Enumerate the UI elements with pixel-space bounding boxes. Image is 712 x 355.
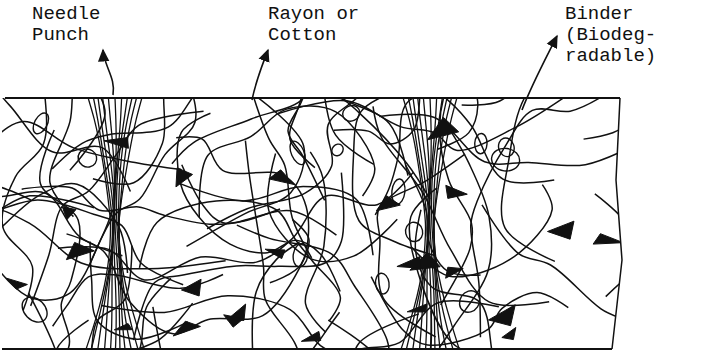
needle-punch-fiber xyxy=(91,98,112,349)
fiber xyxy=(0,180,31,299)
part-label: Binder (Biodeg- radable) xyxy=(565,4,665,67)
fiber xyxy=(53,274,223,326)
binder-particle xyxy=(6,278,27,289)
binder-particle xyxy=(502,327,516,339)
fiber xyxy=(606,253,712,355)
binder-particle xyxy=(66,242,94,259)
binder-particle xyxy=(114,324,132,330)
binder-particle xyxy=(548,221,574,239)
binder-particle xyxy=(269,170,294,185)
needle-punch-fiber xyxy=(98,98,114,349)
fiber xyxy=(207,312,340,355)
part-label: Needle Punch xyxy=(32,4,114,46)
label-holder: Needle Punch xyxy=(32,4,114,46)
fiber xyxy=(439,134,491,348)
needle-punch-fiber xyxy=(406,98,427,349)
fiber xyxy=(0,196,183,285)
binder-particle xyxy=(489,305,516,326)
part-label: Rayon or Cotton xyxy=(268,4,380,46)
fiber xyxy=(176,137,308,283)
fiber-loop xyxy=(490,147,521,173)
binder-particle xyxy=(224,315,244,327)
fiber xyxy=(351,71,555,183)
fiber xyxy=(0,136,122,255)
fiber-loop xyxy=(292,242,310,267)
fiber xyxy=(22,186,280,224)
fiber xyxy=(526,194,642,355)
needle-punch-fiber xyxy=(103,98,115,349)
label-holder: Binder (Biodeg- radable) xyxy=(565,4,665,67)
fiber xyxy=(584,83,712,139)
label-holder: Rayon or Cotton xyxy=(268,4,380,46)
fiber-loop xyxy=(374,272,390,294)
fiber xyxy=(55,320,99,355)
fiber xyxy=(187,98,305,247)
fabric-right-edge xyxy=(612,98,622,349)
fiber-loop xyxy=(75,145,101,170)
binder-particle xyxy=(265,249,285,258)
fiber xyxy=(268,153,398,261)
fiber xyxy=(93,9,252,184)
binder-particle xyxy=(446,267,464,278)
binder-particle xyxy=(446,185,467,198)
leader-arrow xyxy=(252,50,268,100)
fiber-loop xyxy=(30,110,52,136)
binder-particle xyxy=(104,138,129,149)
fiber xyxy=(0,130,80,355)
binder-particle xyxy=(427,117,458,139)
fiber-loop xyxy=(404,221,425,244)
needle-punch-fiber xyxy=(118,98,131,349)
fiber xyxy=(153,242,300,355)
leader-lines xyxy=(103,36,557,110)
fiber xyxy=(139,200,340,320)
fiber-loop xyxy=(17,292,52,327)
fiber xyxy=(2,0,48,310)
fiber xyxy=(0,122,181,179)
fiber-loop xyxy=(455,287,483,316)
fiber xyxy=(462,0,709,105)
binder-particle xyxy=(301,331,320,341)
fiber xyxy=(371,277,568,346)
fiber xyxy=(471,98,600,337)
binder-particle xyxy=(62,207,76,220)
fiber xyxy=(133,173,343,341)
binder-particle xyxy=(173,321,200,336)
fiber xyxy=(501,49,595,261)
binder-particle xyxy=(181,279,201,296)
fabric-bottom-edge xyxy=(2,348,612,350)
leader-arrow xyxy=(522,36,557,110)
fiber-loop xyxy=(496,136,516,158)
leader-arrow xyxy=(103,50,113,95)
binder-particle xyxy=(593,234,623,244)
fiber xyxy=(482,205,649,355)
fiber-loop xyxy=(287,139,309,167)
binder-particle xyxy=(376,196,400,211)
fiber-loop xyxy=(474,133,487,154)
fiber-loop xyxy=(329,142,345,158)
needle-punch-fiber xyxy=(119,98,138,349)
binder-particle xyxy=(407,304,427,312)
binder-particle xyxy=(176,168,193,187)
fiber-loop xyxy=(340,103,362,124)
binder-particle xyxy=(397,257,421,269)
fiber xyxy=(207,51,404,229)
needle-punch-fiber xyxy=(119,98,144,349)
